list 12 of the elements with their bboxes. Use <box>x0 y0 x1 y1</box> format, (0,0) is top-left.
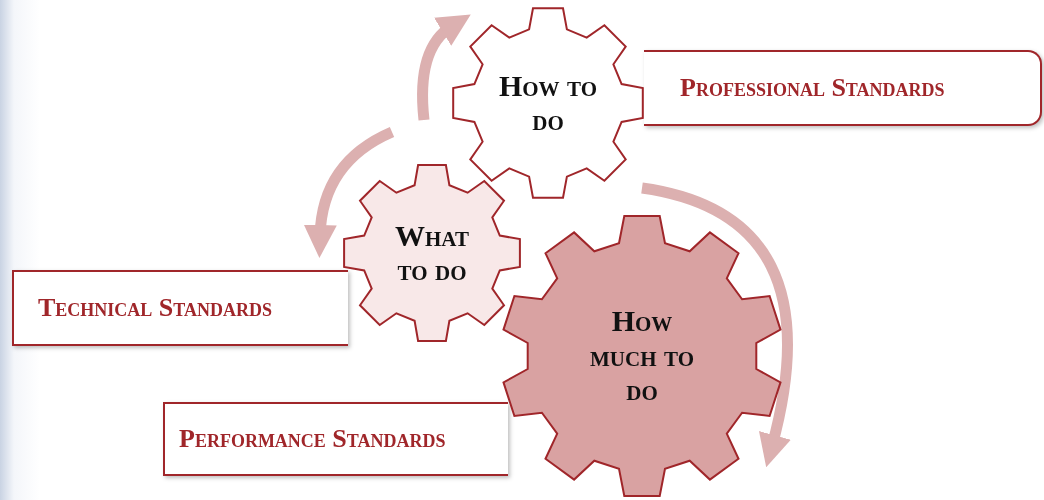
banner-label: Professional Standards <box>680 73 945 103</box>
gear <box>342 163 522 343</box>
gear <box>500 214 784 498</box>
banner-label: Technical Standards <box>38 293 272 323</box>
gear-label: What to do <box>394 218 470 288</box>
banner-box <box>163 402 508 476</box>
banner-label: Performance Standards <box>179 424 446 454</box>
gear <box>451 6 645 200</box>
banner-box <box>12 270 348 346</box>
gear-label: How to do <box>498 68 598 138</box>
banner-box <box>644 50 1042 126</box>
gear-label: How much to do <box>589 304 695 408</box>
